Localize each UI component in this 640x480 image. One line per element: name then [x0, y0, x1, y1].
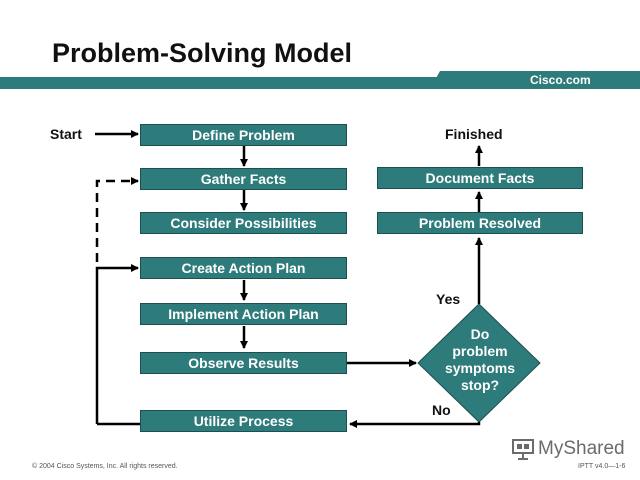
- presentation-icon: [512, 439, 534, 460]
- finished-label: Finished: [445, 126, 503, 142]
- slide-number-footer: IPTT v4.0—1-6: [578, 463, 626, 470]
- watermark-text: MyShared: [538, 438, 625, 459]
- step-gather-facts: Gather Facts: [140, 168, 347, 190]
- myshared-watermark: MyShared: [512, 438, 625, 460]
- step-document-facts: Document Facts: [377, 167, 583, 189]
- yes-label: Yes: [436, 291, 461, 307]
- step-utilize-process: Utilize Process: [140, 410, 347, 432]
- copyright-footer: © 2004 Cisco Systems, Inc. All rights re…: [32, 463, 178, 470]
- no-label: No: [432, 402, 451, 418]
- arrow-no-utilize: [349, 420, 481, 428]
- slide-title: Problem-Solving Model: [52, 38, 353, 68]
- decision-line-2: problem: [452, 343, 508, 359]
- decision-line-1: Do: [470, 326, 490, 342]
- decision-line-4: stop?: [460, 377, 500, 393]
- loop-back-arrow: [95, 264, 139, 424]
- step-implement-action-plan: Implement Action Plan: [140, 303, 347, 325]
- decision-line-3: symptoms: [444, 360, 516, 376]
- step-create-action-plan: Create Action Plan: [140, 257, 347, 279]
- dashed-feedback-arrow: [95, 177, 139, 262]
- step-observe-results: Observe Results: [140, 352, 347, 374]
- start-label: Start: [50, 126, 82, 142]
- cisco-logo-text: Cisco.com: [530, 73, 591, 87]
- header-band: [0, 71, 640, 89]
- step-problem-resolved: Problem Resolved: [377, 212, 583, 234]
- step-define-problem: Define Problem: [140, 124, 347, 146]
- decision-text: Do problem symptoms stop?: [430, 326, 530, 394]
- step-consider-possibilities: Consider Possibilities: [140, 212, 347, 234]
